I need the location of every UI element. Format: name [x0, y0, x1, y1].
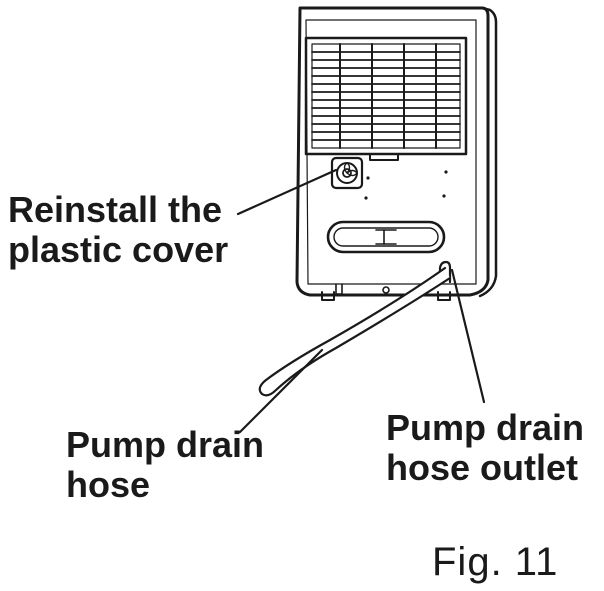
label-outlet-line-1: Pump drain — [386, 407, 585, 448]
label-pump-drain-hose: Pump drain hose — [66, 425, 264, 504]
screw-dots — [364, 170, 448, 200]
label-hose-line-2: hose — [66, 463, 151, 505]
figure-caption: Fig. 11 — [432, 540, 559, 584]
label-reinstall-plastic-cover: Reinstall the plastic cover — [8, 190, 228, 269]
label-pump-drain-hose-outlet: Pump drain hose outlet — [386, 408, 584, 487]
leader-cover — [236, 168, 338, 216]
leader-hose — [238, 348, 324, 434]
leader-lines — [236, 168, 486, 434]
label-cover-line-1: Reinstall the — [8, 189, 223, 230]
label-hose-line-1: Pump drain — [66, 424, 265, 465]
carry-handle — [326, 220, 446, 254]
unit-feet — [321, 283, 451, 301]
air-grille — [304, 36, 468, 161]
label-outlet-line-2: hose outlet — [386, 446, 579, 488]
pump-drain-hose-outlet — [438, 260, 452, 284]
label-cover-line-2: plastic cover — [8, 228, 229, 270]
leader-outlet — [450, 268, 486, 404]
